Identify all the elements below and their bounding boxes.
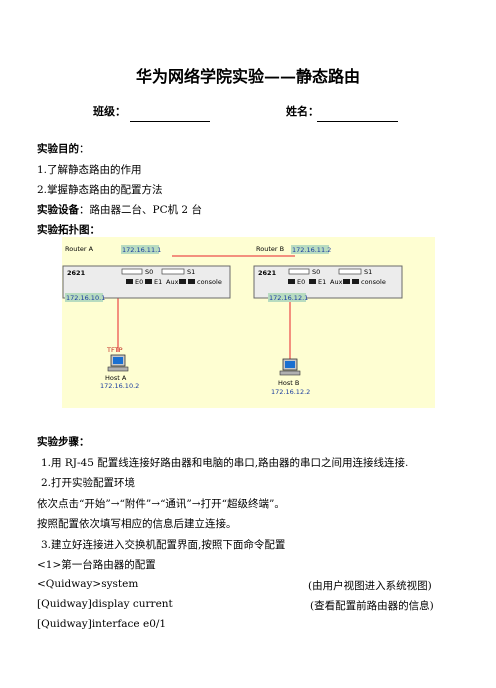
host-b-name: Host B [278,379,299,387]
command-1-note: (由用户视图进入系统视图) [308,580,432,592]
router-b-e0-port-icon [288,279,295,284]
router-a-e1-port-icon [145,279,152,284]
router-a-model: 2621 [67,269,86,277]
step-line-4: 按照配置依次填写相应的信息后建立连接。 [37,518,237,530]
host-a-ip: 172.16.10.2 [100,382,139,390]
purpose-heading: 实验目的 [37,143,79,155]
router-b-e1-port-icon [309,279,316,284]
router-a-ip-top: 172.16.11.1 [122,246,161,254]
router-a-s1-port-icon [161,268,185,275]
command-3: [Quidway]interface e0/1 [37,618,167,630]
command-2: [Quidway]display current [37,598,173,610]
router-b-ip-top-box [291,245,329,254]
equipment-line: 实验设备：路由器二台、PC机 2 台 [37,202,202,217]
router-a-e1-label: E1 [154,278,162,286]
router-b-model: 2621 [258,269,277,277]
command-2-note: (查看配置前路由器的信息) [310,600,434,612]
router-b-e0-label: E0 [297,278,305,286]
router-b-ip-bottom: 172.16.12.1 [269,294,308,302]
step-line-1: 1.用 RJ-45 配置线连接好路由器和电脑的串口,路由器的串口之间用连接线连接… [41,457,409,469]
step-line-2: 2.打开实验配置环境 [41,477,136,489]
class-label: 班级： [93,105,126,118]
host-a-tftp-tag: TFTP [106,346,123,354]
step-line-3: 依次点击“开始”→“附件”→“通讯”→打开“超级终端”。 [37,498,285,510]
step-line-6: <1>第一台路由器的配置 [37,559,156,571]
router-a-name: Router A [65,245,94,253]
router-a-ip-bottom-box [65,293,103,302]
router-a-s1-label: S1 [187,268,195,276]
topology-svg: Router A 172.16.11.1 2621 S0 S1 E0 E1 Au… [62,245,403,396]
router-a-ip-bottom: 172.16.10.1 [66,294,105,302]
computer-icon [279,358,301,376]
router-b-console-label: console [361,278,386,286]
router-b-ip-top: 172.16.11.2 [292,246,331,254]
router-a-s0-port-icon [121,268,143,275]
router-b-s1-label: S1 [364,268,372,276]
router-a-e0-label: E0 [135,278,143,286]
router-b-e1-label: E1 [318,278,326,286]
router-b-name: Router B [256,245,284,253]
topology-heading: 实验拓扑图： [37,224,100,236]
router-a-console-port-icon [188,279,195,284]
purpose-item-2: 2.掌握静态路由的配置方法 [37,184,163,196]
router-a[interactable]: Router A 172.16.11.1 2621 S0 S1 E0 E1 Au… [62,245,231,302]
router-b-s0-port-icon [288,268,310,275]
equipment-heading: 实验设备 [37,204,79,216]
router-a-console-label: console [197,278,222,286]
router-b-s1-port-icon [338,268,362,275]
name-label: 姓名： [286,105,319,118]
host-b-ip: 172.16.12.2 [271,388,310,396]
page-title: 华为网络学院实验——静态路由 [135,67,360,86]
equipment-text: ：路由器二台、PC机 2 台 [79,204,202,216]
router-b-s0-label: S0 [312,268,320,276]
steps-heading: 实验步骤： [37,436,90,448]
router-b-ip-bottom-box [268,293,306,302]
host-a-name: Host A [105,374,127,382]
purpose-heading-line: 实验目的： [37,141,90,156]
router-b-aux-label: Aux [330,278,343,286]
router-b-console-port-icon [352,279,359,284]
computer-icon [107,354,129,372]
class-blank [130,121,210,122]
router-b-aux-port-icon [343,279,350,284]
router-b-chassis [253,265,403,299]
name-blank [317,121,398,122]
purpose-item-1: 1.了解静态路由的作用 [37,164,142,176]
router-a-aux-port-icon [179,279,186,284]
host-a[interactable]: TFTP Host A 172.16.10.2 [100,346,139,390]
topology-diagram: Router A 172.16.11.1 2621 S0 S1 E0 E1 Au… [62,237,435,408]
router-a-e0-port-icon [126,279,133,284]
command-1: <Quidway>system [37,578,139,590]
router-a-s0-label: S0 [145,268,153,276]
host-b[interactable]: Host B 172.16.12.2 [271,358,310,396]
step-line-5: 3.建立好连接进入交换机配置界面,按照下面命令配置 [41,539,286,551]
purpose-colon: ： [79,143,90,155]
router-a-aux-label: Aux [166,278,179,286]
router-a-ip-top-box [121,245,159,254]
router-b[interactable]: Router B 172.16.11.2 2621 S0 S1 E0 E1 Au… [253,245,403,302]
